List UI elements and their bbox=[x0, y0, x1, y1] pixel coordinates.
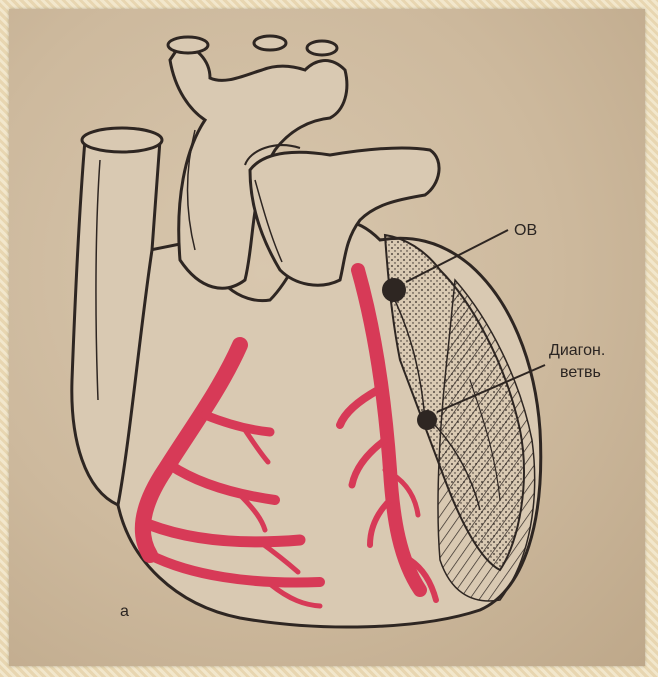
aorta-branch-3 bbox=[307, 41, 337, 55]
vena-cava-opening bbox=[82, 128, 162, 152]
aorta-branch-2 bbox=[254, 36, 286, 50]
diagonal-marker bbox=[417, 410, 437, 430]
ov-marker bbox=[382, 278, 406, 302]
aorta-branch-1 bbox=[168, 37, 208, 53]
hatched-zone bbox=[438, 280, 535, 601]
label-diagonal-line2: ветвь bbox=[560, 364, 601, 382]
label-ov: ОВ bbox=[514, 222, 537, 240]
label-panel-a: а bbox=[120, 603, 129, 621]
label-diagonal-line1: Диагон. bbox=[549, 342, 605, 360]
